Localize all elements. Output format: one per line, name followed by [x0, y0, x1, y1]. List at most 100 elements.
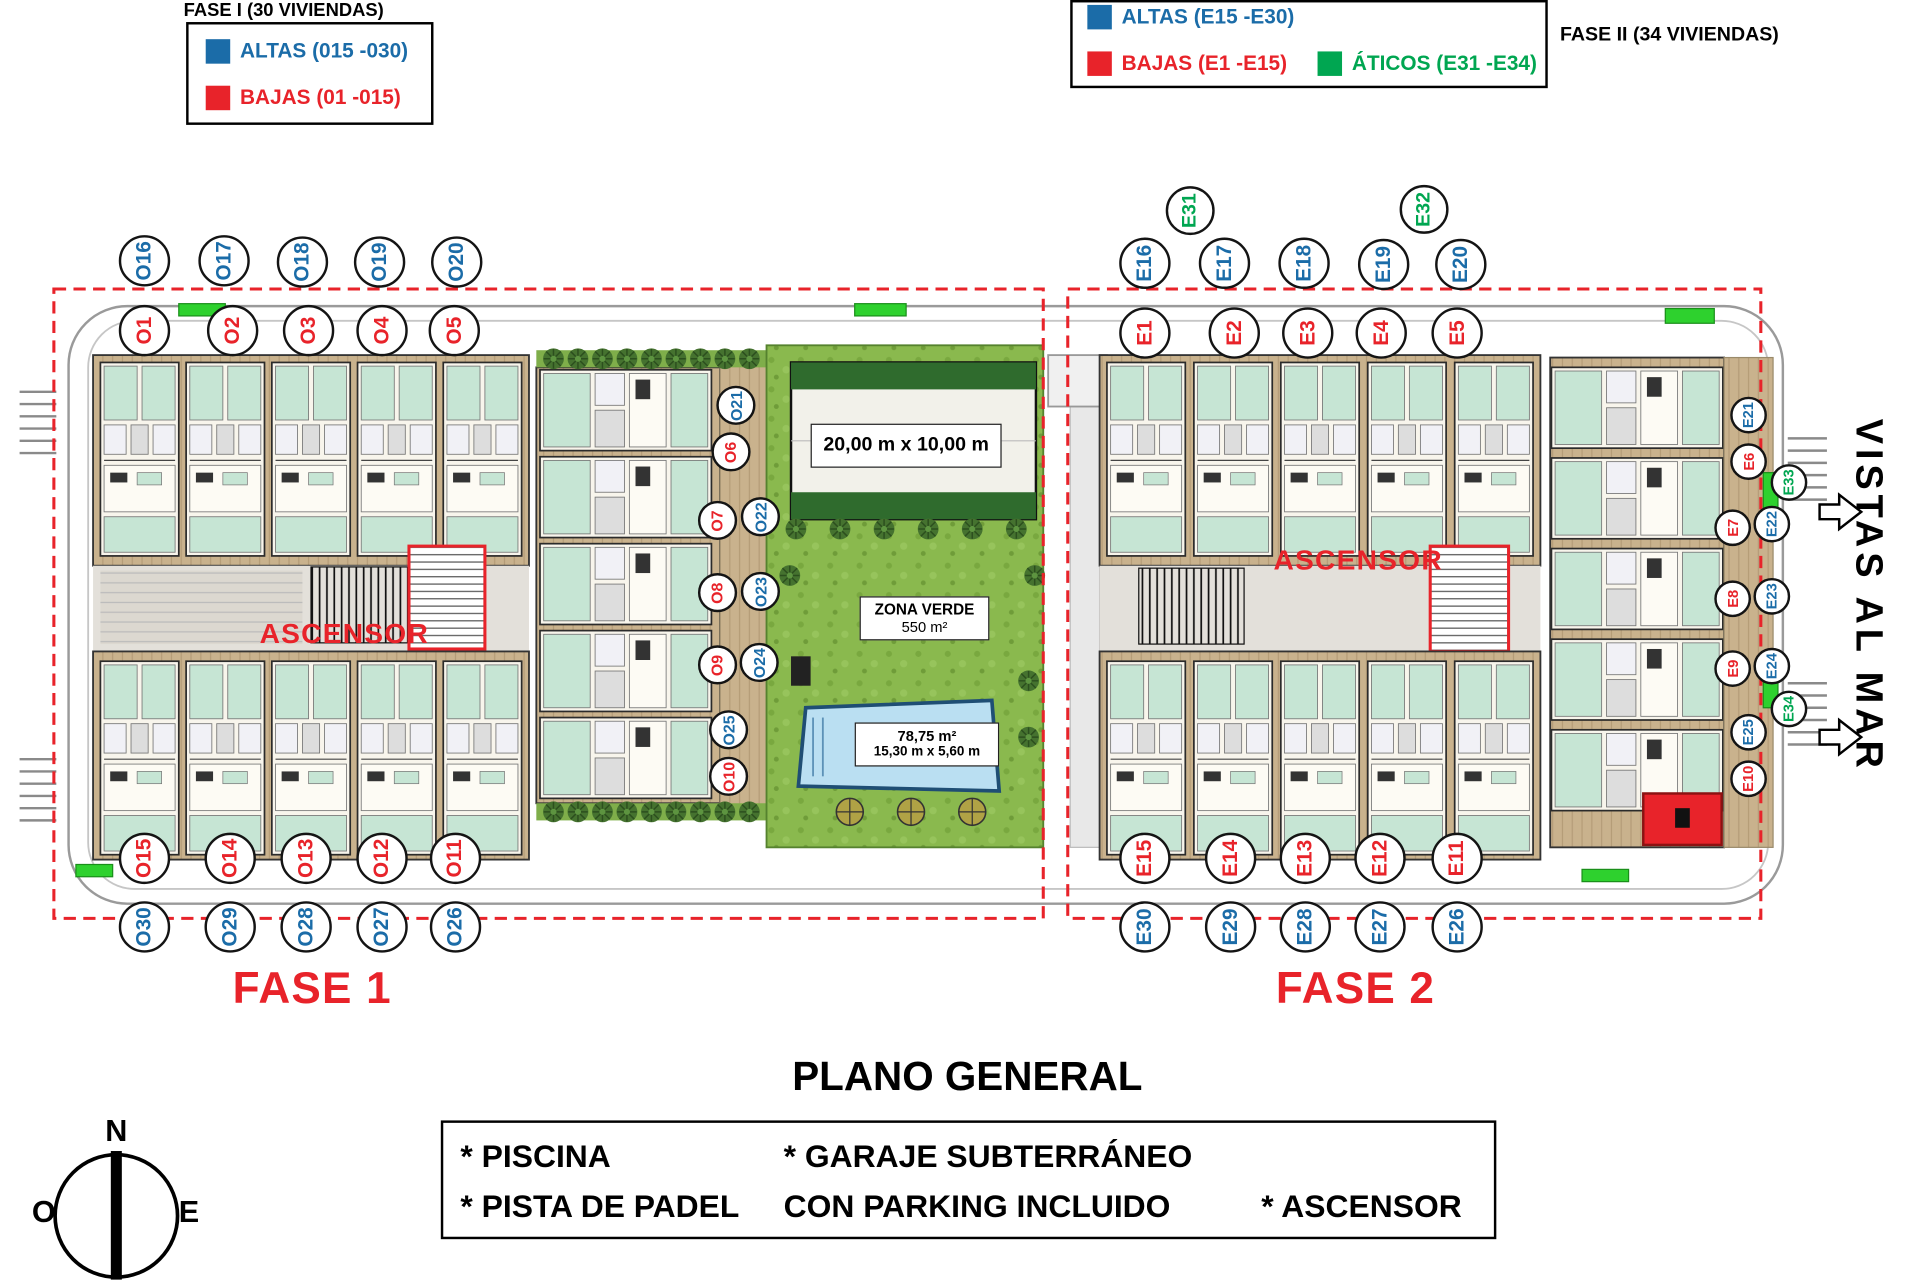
sidewalk-hatches [19, 390, 1827, 822]
unit-marker-O19: O19 [353, 236, 406, 288]
unit-marker-E27: E27 [1354, 901, 1406, 953]
feature-parking: CON PARKING INCLUIDO [783, 1187, 1171, 1225]
padel-dimension-label: 20,00 m x 10,00 m [810, 423, 1002, 468]
hedge-rows-fase1 [536, 347, 767, 823]
unit-marker-O4: O4 [356, 304, 408, 357]
pool-area: 78,75 m² [897, 727, 957, 745]
unit-marker-E8: E8 [1714, 580, 1752, 618]
legend-fase2-title: FASE II (34 VIVIENDAS) [1560, 24, 1779, 46]
unit-marker-E18: E18 [1278, 237, 1330, 289]
legend-item-bajas2: BAJAS (E1 -E15) [1087, 51, 1288, 76]
unit-marker-E7: E7 [1714, 509, 1752, 547]
aticos-swatch-icon [1317, 51, 1343, 76]
unit-marker-O8: O8 [697, 573, 738, 613]
unit-marker-E25: E25 [1730, 713, 1767, 751]
legend-fase1: FASE I (30 VIVIENDAS) ALTAS (015 -030) B… [184, 0, 434, 125]
unit-marker-E2: E2 [1208, 307, 1261, 359]
fase2-ascensor-label: ASCENSOR [1273, 543, 1443, 576]
unit-marker-O22: O22 [740, 497, 781, 537]
zona-verde-area: 550 m² [901, 618, 948, 636]
unit-marker-O1: O1 [118, 304, 171, 357]
fase1-ascensor-box [407, 544, 487, 651]
unit-marker-O29: O29 [204, 901, 256, 953]
unit-marker-E30: E30 [1119, 901, 1171, 953]
unit-marker-E28: E28 [1279, 901, 1332, 953]
unit-marker-E29: E29 [1204, 901, 1257, 953]
unit-marker-O28: O28 [280, 901, 332, 953]
unit-marker-E31: E31 [1165, 186, 1215, 236]
fase1-building-north [92, 354, 530, 567]
fase2-ascensor-box [1428, 544, 1511, 653]
bajas2-swatch-icon [1087, 51, 1112, 76]
fase1-caption: FASE 1 [232, 962, 392, 1013]
pool-label: 78,75 m² 15,30 m x 5,60 m [854, 722, 1000, 767]
unit-marker-O11: O11 [429, 832, 482, 885]
unit-marker-O13: O13 [280, 832, 332, 885]
zona-verde-label: ZONA VERDE 550 m² [859, 596, 990, 641]
unit-marker-O18: O18 [276, 236, 329, 288]
legend-item-label: ÁTICOS (E31 -E34) [1351, 51, 1537, 75]
feature-garaje: * GARAJE SUBTERRÁNEO [783, 1137, 1193, 1175]
unit-marker-O26: O26 [429, 901, 482, 953]
altas-swatch-icon [205, 39, 231, 64]
unit-marker-O21: O21 [716, 385, 756, 425]
unit-marker-E11: E11 [1431, 832, 1483, 885]
compass-east-label: E [178, 1195, 200, 1230]
unit-marker-O7: O7 [697, 500, 738, 541]
legend-item-label: BAJAS (01 -015) [240, 85, 401, 109]
unit-marker-E13: E13 [1279, 832, 1332, 885]
unit-marker-E34: E34 [1770, 690, 1808, 728]
technical-room [1642, 792, 1723, 847]
feature-ascensor: * ASCENSOR [1261, 1187, 1462, 1225]
unit-marker-E22: E22 [1753, 505, 1791, 543]
unit-marker-E4: E4 [1355, 307, 1407, 359]
legend-item-label: BAJAS (E1 -E15) [1121, 51, 1288, 75]
fase2-building-south [1098, 650, 1542, 861]
unit-marker-E16: E16 [1119, 237, 1171, 289]
vista-arrow-icons [1818, 492, 1864, 757]
fase2-entry-drive [1069, 354, 1101, 848]
unit-marker-E3: E3 [1282, 307, 1334, 359]
unit-marker-O14: O14 [204, 832, 256, 885]
unit-marker-O24: O24 [739, 642, 779, 683]
unit-marker-O30: O30 [118, 901, 171, 953]
unit-marker-E32: E32 [1399, 184, 1449, 234]
bajas-swatch-icon [205, 85, 231, 111]
unit-marker-O27: O27 [356, 901, 408, 953]
unit-marker-O25: O25 [708, 710, 749, 750]
features-box: * PISCINA * PISTA DE PADEL * GARAJE SUBT… [440, 1120, 1497, 1240]
unit-marker-E1: E1 [1119, 307, 1171, 359]
unit-marker-E9: E9 [1714, 650, 1752, 687]
fase1-boundary [52, 287, 1045, 920]
unit-marker-E19: E19 [1357, 238, 1410, 291]
fase2-building-north [1098, 354, 1542, 567]
unit-marker-O16: O16 [118, 235, 171, 287]
unit-marker-O6: O6 [711, 432, 751, 472]
unit-marker-O20: O20 [431, 236, 483, 288]
altas2-swatch-icon [1087, 4, 1112, 30]
unit-marker-E20: E20 [1435, 238, 1487, 291]
unit-marker-E10: E10 [1730, 760, 1767, 798]
fase1-building-south [92, 650, 530, 861]
legend-item-altas2: ALTAS (E15 -E30) [1087, 4, 1294, 30]
top-connector [1047, 354, 1108, 408]
unit-marker-E5: E5 [1431, 307, 1483, 359]
green-vent-markers [75, 303, 1779, 883]
unit-marker-E23: E23 [1753, 577, 1791, 615]
fase1-ascensor-label: ASCENSOR [259, 617, 430, 649]
zona-verde-title: ZONA VERDE [874, 601, 975, 619]
compass-rose-icon [53, 1151, 180, 1280]
unit-marker-O9: O9 [697, 645, 738, 685]
legend-item-bajas: BAJAS (01 -015) [205, 85, 401, 111]
unit-marker-O15: O15 [118, 832, 171, 885]
page-title: PLANO GENERAL [792, 1053, 1143, 1099]
compass-north-label: N [105, 1114, 128, 1149]
unit-marker-E6: E6 [1730, 443, 1767, 481]
unit-marker-O12: O12 [356, 832, 408, 885]
unit-marker-O17: O17 [198, 235, 250, 287]
legend-fase2-box: ALTAS (E15 -E30) BAJAS (E1 -E15) ÁTICOS … [1070, 0, 1548, 89]
feature-piscina: * PISCINA [460, 1137, 611, 1175]
bench [791, 656, 811, 686]
